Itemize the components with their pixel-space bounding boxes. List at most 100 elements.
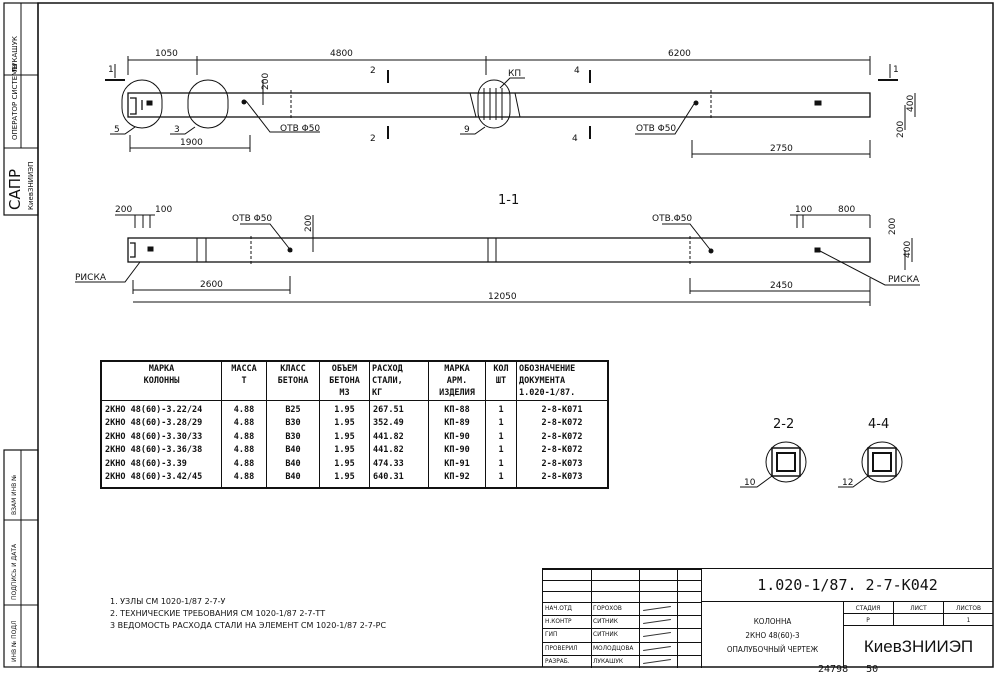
table-cell: КП-90 — [428, 444, 486, 458]
role-label: Н.КОНТР — [545, 617, 572, 626]
table-cell: 267.51 — [369, 400, 429, 418]
side-stamp-texts: ЛУКАШУК ОПЕРАТОР СИСТЕМЫ САПР КиевЗНИИЭП… — [6, 36, 35, 662]
role-name: ЛУКАШУК — [593, 656, 624, 665]
name-line-2: 2КНО 48(60)-3 — [745, 631, 800, 640]
table-cell: В30 — [266, 430, 320, 445]
hole-label-right: ОТВ Φ50 — [636, 124, 676, 134]
stamp-podpis-data: ПОДПИСЬ И ДАТА — [11, 543, 18, 600]
hole-label-11-right: ОТВ.Φ50 — [652, 214, 692, 224]
table-cell: 2КНО 48(60)-3.22/24 — [100, 400, 222, 418]
table-cell: 2-8-К072 — [516, 417, 608, 431]
table-cell: КП-91 — [428, 457, 486, 472]
table-cell: 352.49 — [369, 417, 429, 431]
dim-2450: 2450 — [770, 281, 793, 291]
table-header-cell: ОБЪЕМ БЕТОНА М3 — [319, 361, 370, 401]
column-section-1-1 — [75, 214, 920, 306]
table-cell: 2КНО 48(60)-3.36/38 — [100, 444, 222, 458]
table-cell: 1 — [485, 457, 517, 472]
table-cell: 2КНО 48(60)-3.30/33 — [100, 430, 222, 445]
table-cell: 441.82 — [369, 430, 429, 445]
table-cell: 2КНО 48(60)-3.28/29 — [100, 417, 222, 431]
table-cell: 1.95 — [319, 444, 370, 458]
dim-100-right: 100 — [795, 205, 812, 215]
cross-section-title-4-4: 4-4 — [868, 417, 889, 432]
table-cell: 1 — [485, 471, 517, 489]
role-name: СИТНИК — [593, 617, 618, 626]
note-2: 2. ТЕХНИЧЕСКИЕ ТРЕБОВАНИЯ СМ 1020-1/87 2… — [110, 609, 326, 618]
dim-4800: 4800 — [330, 49, 353, 59]
table-header-cell: КОЛ ШТ — [485, 361, 517, 401]
callout-10: 10 — [744, 478, 756, 488]
dim-2750: 2750 — [770, 144, 793, 154]
dim-100-top: 100 — [155, 205, 172, 215]
stage-value: Р — [866, 616, 870, 624]
table-cell: 4.88 — [221, 471, 267, 489]
table-cell: 4.88 — [221, 417, 267, 431]
role-name: ГОРОХОВ — [593, 604, 622, 612]
table-cell: 474.33 — [369, 457, 429, 472]
note-3: 3 ВЕДОМОСТЬ РАСХОДА СТАЛИ НА ЭЛЕМЕНТ СМ … — [110, 621, 387, 630]
table-header-cell: КЛАСС БЕТОНА — [266, 361, 320, 401]
dim-800: 800 — [838, 205, 855, 215]
table-cell: В40 — [266, 457, 320, 472]
table-cell: В30 — [266, 417, 320, 431]
signature — [643, 606, 671, 611]
signature — [643, 619, 671, 625]
signature — [643, 645, 671, 651]
column-plan-view — [105, 56, 916, 158]
sheet-frame — [37, 2, 994, 668]
table-header-cell: МАРКА КОЛОННЫ — [100, 361, 222, 401]
cross-section-2-2 — [740, 441, 807, 488]
dim-200-right: 200 — [896, 121, 906, 138]
table-cell: 2-8-К073 — [516, 457, 608, 472]
dim-2600: 2600 — [200, 280, 223, 290]
stamp-sapr: САПР — [6, 169, 24, 210]
notes: 1. УЗЛЫ СМ 1020-1/87 2-7-У 2. ТЕХНИЧЕСКИ… — [110, 596, 386, 632]
callout-5: 5 — [114, 125, 120, 135]
table-cell: 2-8-К072 — [516, 444, 608, 458]
table-cell: 4.88 — [221, 457, 267, 472]
table-cell: 4.88 — [221, 444, 267, 458]
dim-1050: 1050 — [155, 49, 178, 59]
section-mark-4-bottom: 4 — [572, 134, 578, 144]
table-cell: 2КНО 48(60)-3.42/45 — [100, 471, 222, 489]
table-cell: 1.95 — [319, 400, 370, 418]
table-cell: В25 — [266, 400, 320, 418]
cross-section-title-2-2: 2-2 — [773, 417, 794, 432]
section-mark-1-left: 1 — [108, 65, 114, 75]
sheets-label: ЛИСТОВ — [943, 602, 993, 614]
sheet-label: ЛИСТ — [893, 602, 943, 614]
table-cell: В40 — [266, 444, 320, 458]
riska-label-right: РИСКА — [888, 275, 920, 285]
table-cell: КП-90 — [428, 430, 486, 445]
role-name: СИТНИК — [593, 630, 618, 639]
section-mark-2-bottom: 2 — [370, 134, 376, 144]
table-cell: 2-8-К071 — [516, 400, 608, 418]
stamp-org: КиевЗНИИЭП — [27, 162, 35, 210]
archive-number: 24798 50 — [818, 664, 879, 675]
table-cell: 2-8-К073 — [516, 471, 608, 489]
table-cell: 1 — [485, 417, 517, 431]
dim-6200: 6200 — [668, 49, 691, 59]
note-1: 1. УЗЛЫ СМ 1020-1/87 2-7-У — [110, 597, 226, 606]
stamp-vzam-inv: ВЗАМ ИНВ № — [11, 475, 18, 515]
table-header-cell: МАССА Т — [221, 361, 267, 401]
table-header-cell: ОБОЗНАЧЕНИЕ ДОКУМЕНТА 1.020-1/87. — [516, 361, 608, 401]
sheets-value: 1 — [943, 614, 993, 626]
doc-number: 1.020-1/87. 2-7-К042 — [701, 569, 993, 602]
callout-3: 3 — [174, 125, 180, 135]
table-cell: КП-92 — [428, 471, 486, 489]
table-cell: 1.95 — [319, 471, 370, 489]
table-cell: В40 — [266, 471, 320, 489]
hole-label-11-left: ОТВ Φ50 — [232, 214, 272, 224]
signature — [643, 632, 671, 638]
role-label: РАЗРАБ. — [545, 656, 570, 665]
table-header-cell: МАРКА АРМ. ИЗДЕЛИЯ — [428, 361, 486, 401]
